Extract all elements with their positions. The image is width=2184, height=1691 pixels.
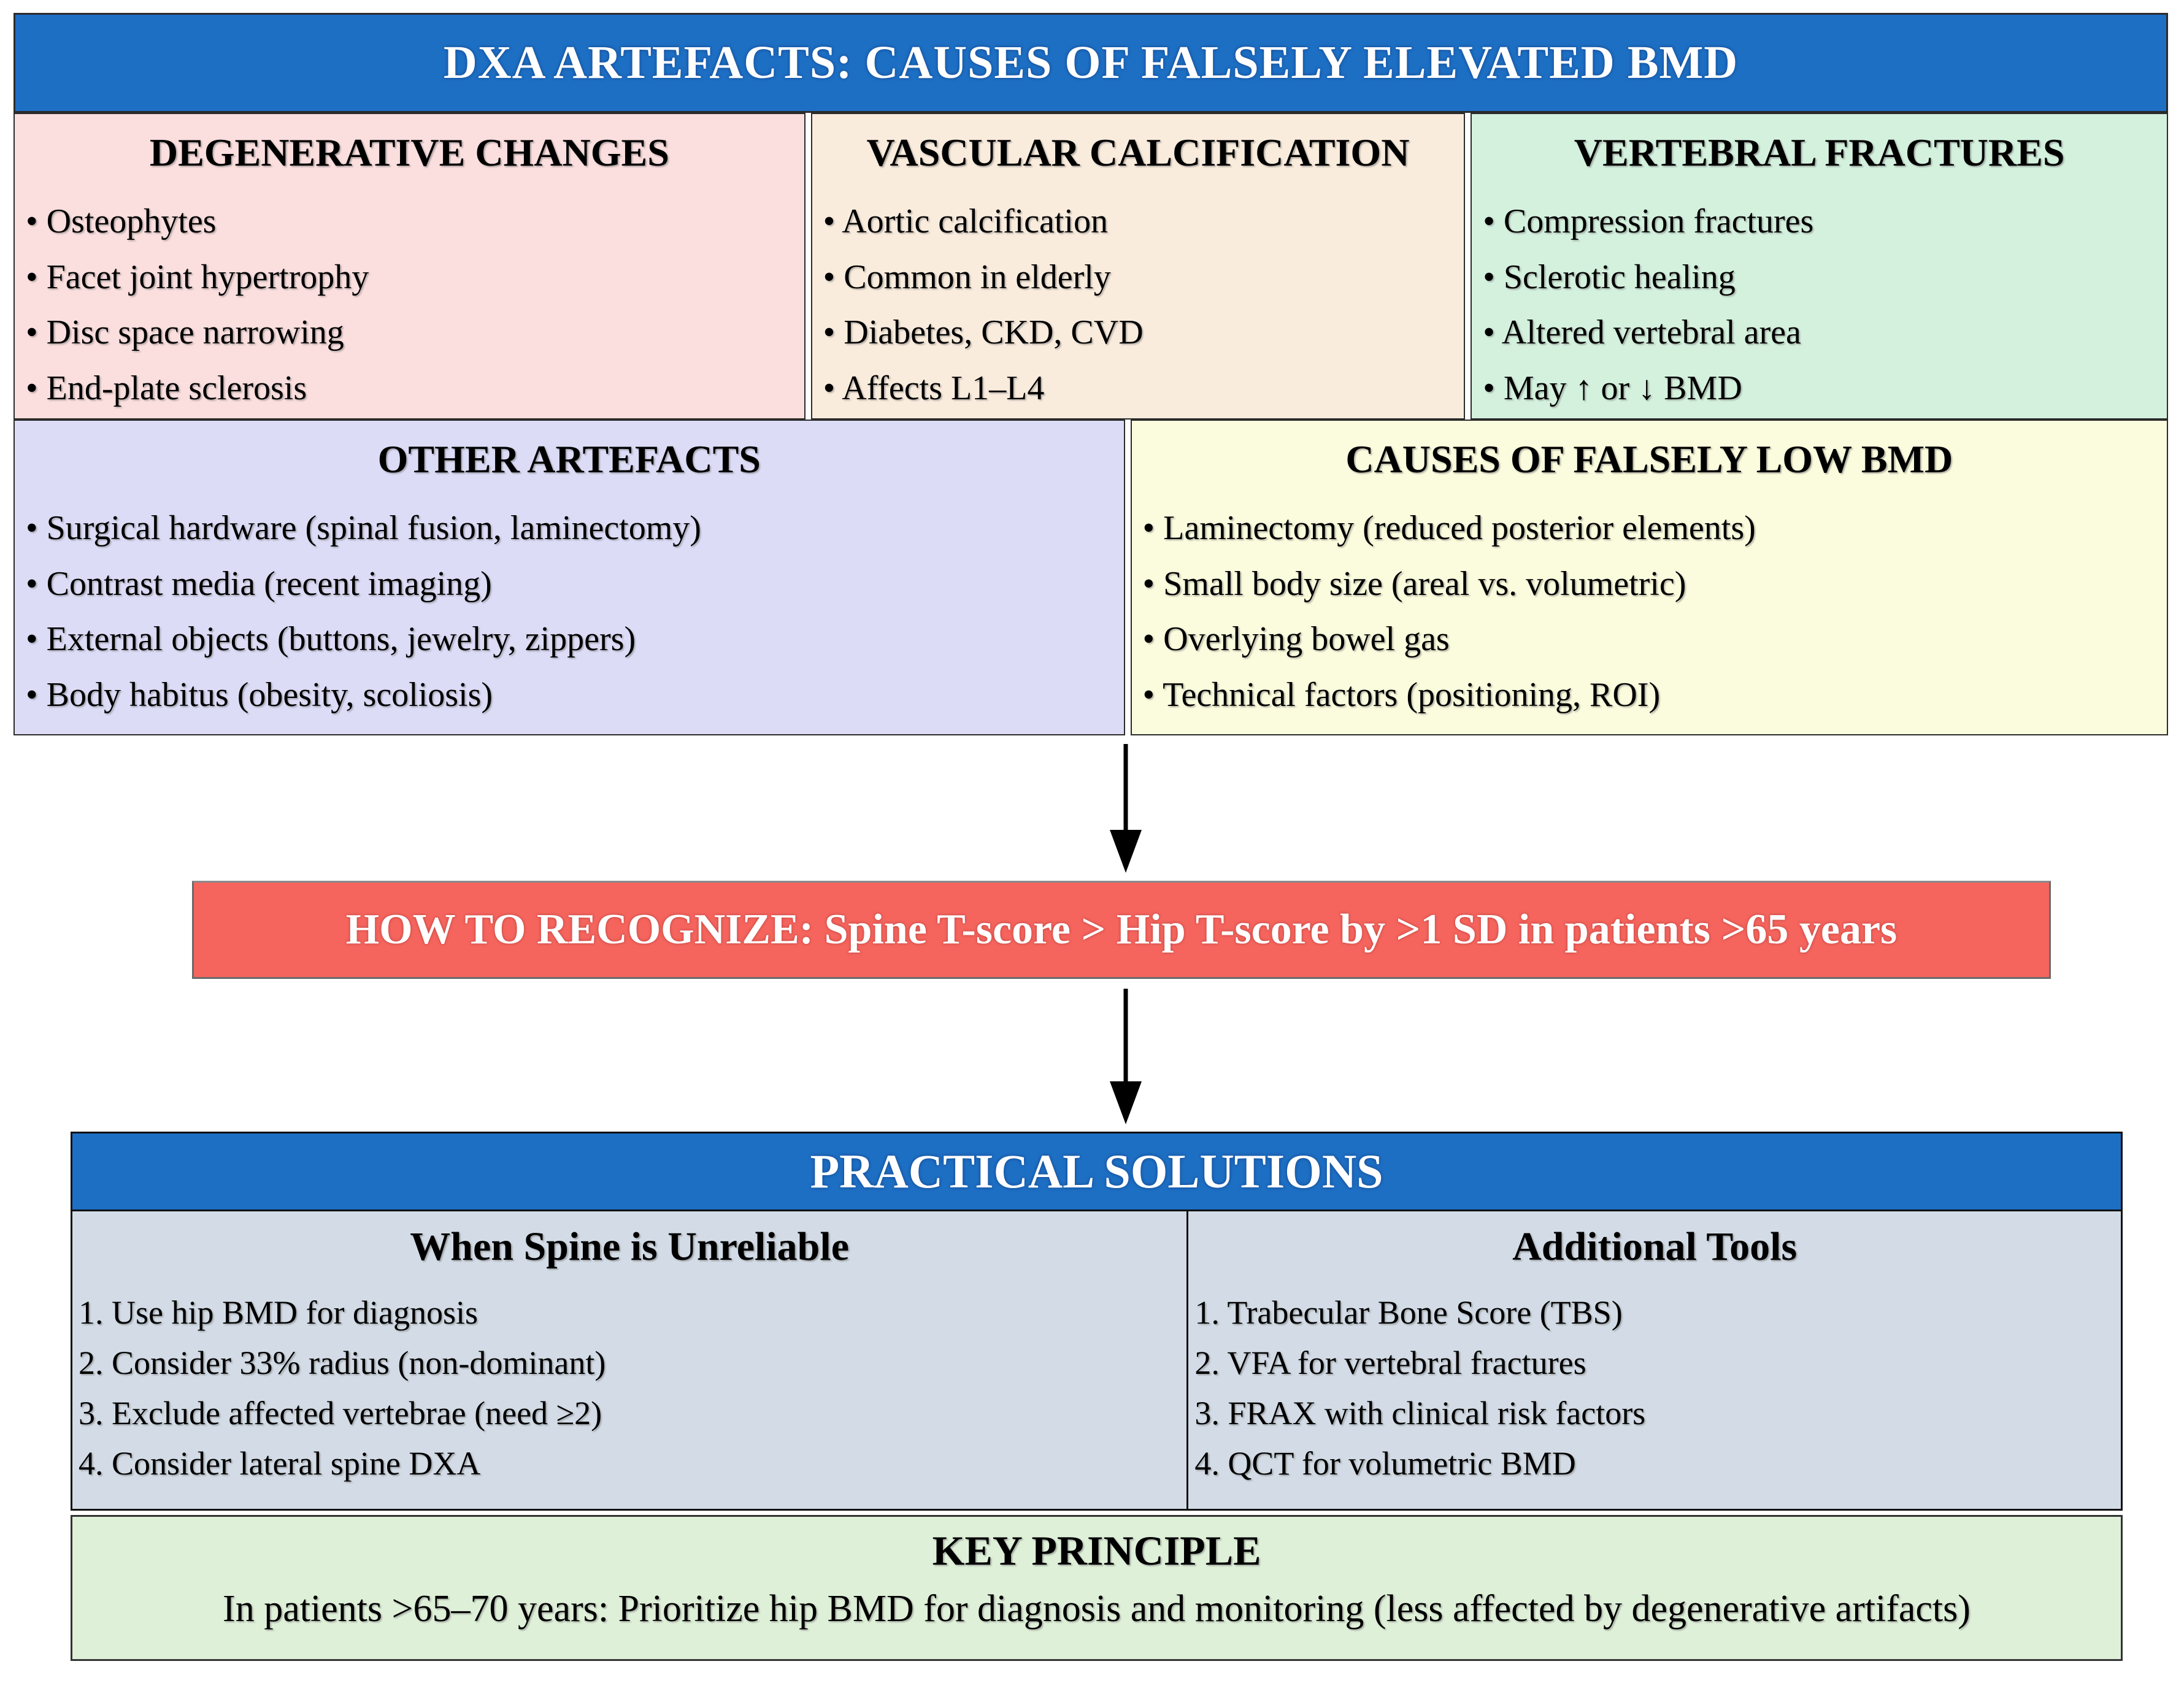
vascular-calcification-list: • Aortic calcification • Common in elder… — [823, 194, 1457, 416]
other-artefacts-title: OTHER ARTEFACTS — [377, 437, 761, 481]
solutions-columns: When Spine is Unreliable 1. Use hip BMD … — [71, 1211, 2123, 1511]
vertebral-fractures-list: • Compression fractures • Sclerotic heal… — [1483, 194, 2159, 416]
key-principle-title: KEY PRINCIPLE — [932, 1527, 1261, 1574]
other-artefacts-list: • Surgical hardware (spinal fusion, lami… — [26, 500, 1117, 723]
list-item: • Sclerotic healing — [1483, 258, 1736, 296]
list-item: • Disc space narrowing — [26, 313, 344, 352]
vertebral-fractures-title: VERTEBRAL FRACTURES — [1574, 131, 2065, 174]
down-arrow-icon — [1110, 989, 1142, 1124]
how-to-recognize-text: HOW TO RECOGNIZE: Spine T-score > Hip T-… — [345, 906, 1898, 953]
falsely-low-bmd-box: CAUSES OF FALSELY LOW BMD • Laminectomy … — [1130, 420, 2168, 735]
list-item: • Overlying bowel gas — [1142, 620, 1450, 659]
list-item: • End-plate sclerosis — [26, 369, 307, 408]
vascular-calcification-title: VASCULAR CALCIFICATION — [866, 131, 1410, 174]
practical-solutions-title: PRACTICAL SOLUTIONS — [810, 1145, 1383, 1198]
list-item: • Osteophytes — [26, 202, 217, 240]
how-to-recognize-banner: HOW TO RECOGNIZE: Spine T-score > Hip T-… — [192, 881, 2051, 979]
list-item: • Affects L1–L4 — [823, 369, 1045, 408]
key-principle-box: KEY PRINCIPLE In patients >65–70 years: … — [71, 1515, 2123, 1661]
additional-tools-title: Additional Tools — [1512, 1224, 1798, 1269]
list-item: • Diabetes, CKD, CVD — [823, 313, 1144, 352]
list-item: • Small body size (areal vs. volumetric) — [1142, 564, 1686, 603]
list-item: 3. FRAX with clinical risk factors — [1194, 1395, 1646, 1432]
list-item: • May ↑ or ↓ BMD — [1483, 369, 1742, 408]
list-item: 4. Consider lateral spine DXA — [79, 1445, 481, 1482]
falsely-low-bmd-list: • Laminectomy (reduced posterior element… — [1143, 500, 2159, 723]
falsely-low-bmd-title: CAUSES OF FALSELY LOW BMD — [1345, 437, 1953, 481]
list-item: • Technical factors (positioning, ROI) — [1142, 676, 1661, 715]
key-principle-text: In patients >65–70 years: Prioritize hip… — [223, 1588, 1971, 1630]
degenerative-changes-box: DEGENERATIVE CHANGES • Osteophytes • Fac… — [13, 113, 806, 420]
list-item: • Laminectomy (reduced posterior element… — [1142, 509, 1756, 547]
additional-tools-column: Additional Tools 1. Trabecular Bone Scor… — [1186, 1211, 2121, 1509]
elevated-bmd-section: DXA ARTEFACTS: CAUSES OF FALSELY ELEVATE… — [13, 13, 2168, 735]
page-title: DXA ARTEFACTS: CAUSES OF FALSELY ELEVATE… — [443, 37, 1739, 88]
degenerative-changes-title: DEGENERATIVE CHANGES — [149, 131, 669, 174]
list-item: 2. VFA for vertebral fractures — [1194, 1344, 1586, 1382]
practical-solutions-section: PRACTICAL SOLUTIONS When Spine is Unreli… — [71, 1132, 2123, 1661]
list-item: • Contrast media (recent imaging) — [26, 564, 492, 603]
list-item: • Aortic calcification — [823, 202, 1108, 240]
vertebral-fractures-box: VERTEBRAL FRACTURES • Compression fractu… — [1471, 113, 2168, 420]
spine-unreliable-list: 1. Use hip BMD for diagnosis 2. Consider… — [79, 1287, 1180, 1489]
list-item: 3. Exclude affected vertebrae (need ≥2) — [79, 1395, 602, 1432]
degenerative-changes-list: • Osteophytes • Facet joint hypertrophy … — [26, 194, 797, 416]
list-item: 4. QCT for volumetric BMD — [1194, 1445, 1576, 1482]
list-item: • Body habitus (obesity, scoliosis) — [26, 676, 493, 715]
list-item: 1. Trabecular Bone Score (TBS) — [1194, 1294, 1623, 1331]
elevated-causes-row: DEGENERATIVE CHANGES • Osteophytes • Fac… — [13, 113, 2168, 420]
artefacts-row: OTHER ARTEFACTS • Surgical hardware (spi… — [13, 420, 2168, 735]
additional-tools-list: 1. Trabecular Bone Score (TBS) 2. VFA fo… — [1194, 1287, 2115, 1489]
list-item: • Common in elderly — [823, 258, 1111, 296]
list-item: • Surgical hardware (spinal fusion, lami… — [26, 509, 701, 547]
title-banner: DXA ARTEFACTS: CAUSES OF FALSELY ELEVATE… — [13, 13, 2168, 113]
list-item: • Compression fractures — [1483, 202, 1814, 240]
vascular-calcification-box: VASCULAR CALCIFICATION • Aortic calcific… — [810, 113, 1466, 420]
list-item: • External objects (buttons, jewelry, zi… — [26, 620, 636, 659]
spine-unreliable-column: When Spine is Unreliable 1. Use hip BMD … — [72, 1211, 1186, 1509]
other-artefacts-box: OTHER ARTEFACTS • Surgical hardware (spi… — [13, 420, 1125, 735]
list-item: 2. Consider 33% radius (non-dominant) — [79, 1344, 606, 1382]
list-item: 1. Use hip BMD for diagnosis — [79, 1294, 478, 1331]
list-item: • Facet joint hypertrophy — [26, 258, 369, 296]
list-item: • Altered vertebral area — [1483, 313, 1801, 352]
spine-unreliable-title: When Spine is Unreliable — [410, 1224, 850, 1269]
practical-solutions-banner: PRACTICAL SOLUTIONS — [71, 1132, 2123, 1211]
down-arrow-icon — [1110, 744, 1142, 873]
